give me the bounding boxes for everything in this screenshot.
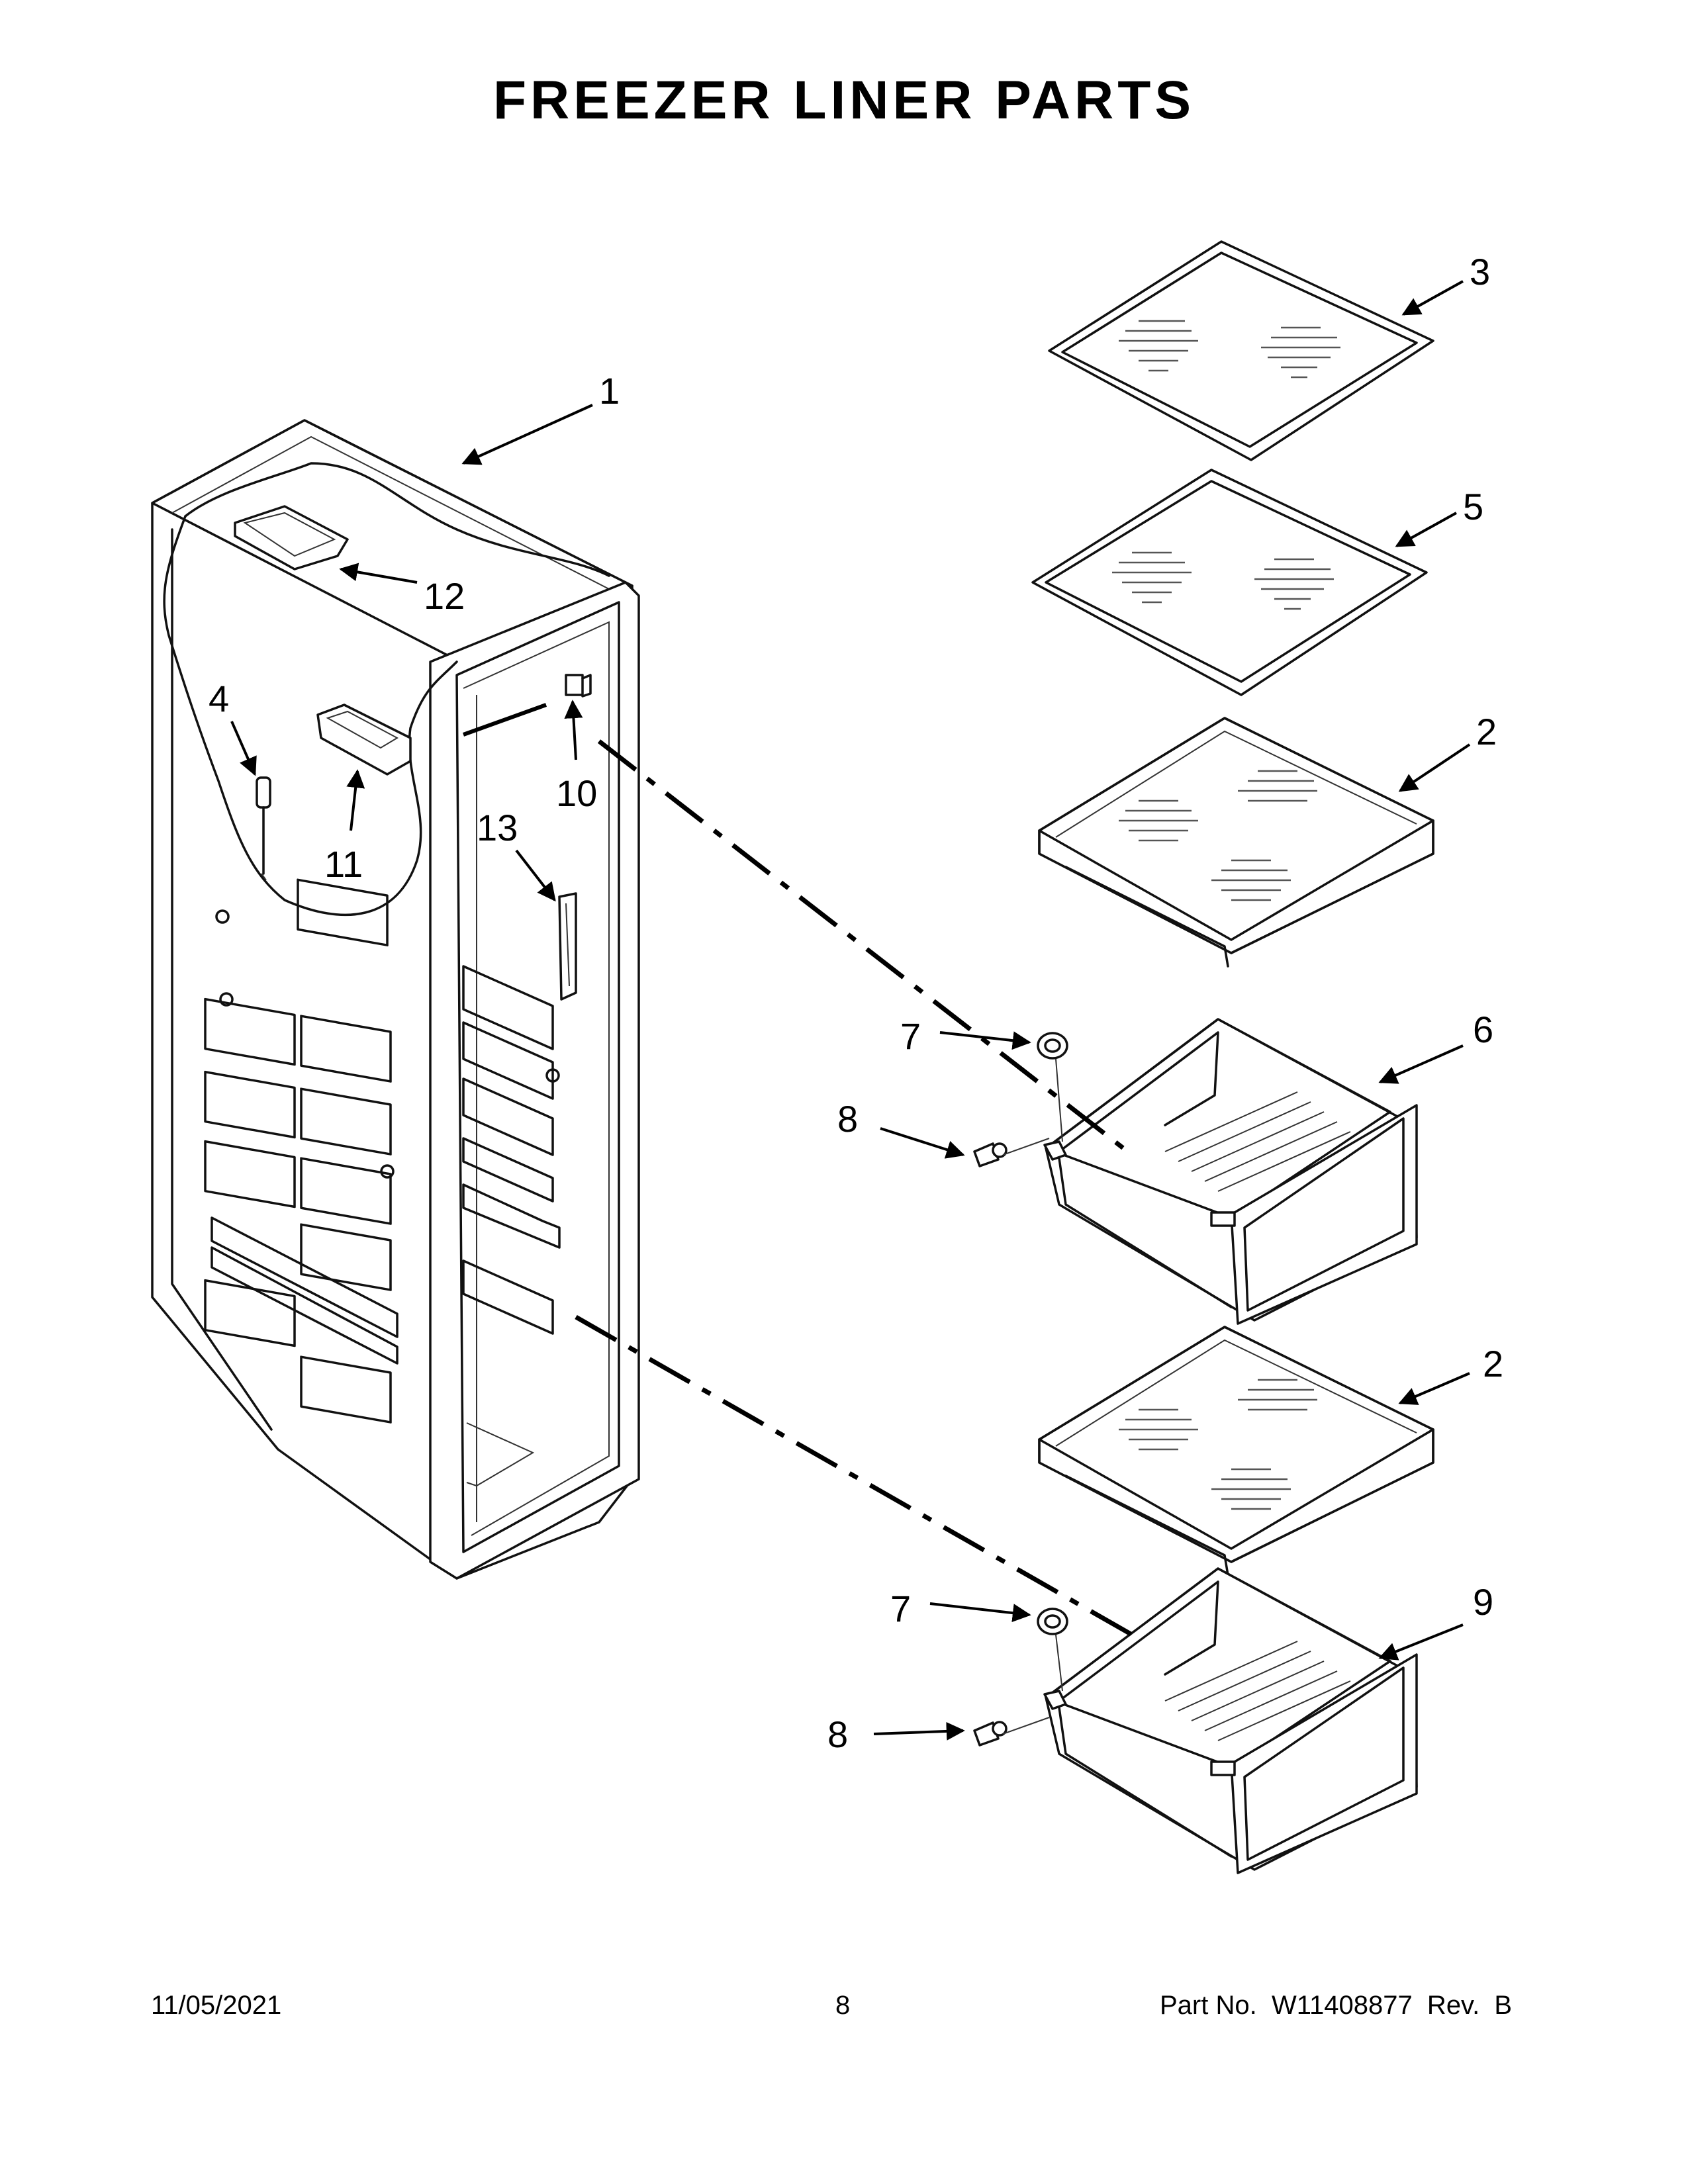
callout-6: 6: [1473, 1009, 1493, 1050]
callout-2-upper: 2: [1476, 711, 1497, 752]
control-board-part-12: [234, 505, 349, 570]
assembly-line-lower: [575, 1314, 1133, 1637]
freezer-bin-part-6: [1043, 1018, 1418, 1325]
clip-part-10: [565, 674, 592, 698]
light-housing-part-11: [316, 704, 412, 776]
pin-part-8-upper: [973, 1142, 1008, 1167]
callout-12: 12: [424, 575, 465, 617]
pin-part-8-lower: [973, 1721, 1008, 1747]
callout-13: 13: [477, 807, 518, 848]
callout-1: 1: [599, 370, 620, 412]
callout-labels: 1 3 5 2 6 2 9 12 4 11 10 13 7 8 7 8: [209, 251, 1503, 1755]
wheel-part-7-upper: [1037, 1032, 1068, 1060]
shelf-assembly-part-2-upper: [1038, 717, 1434, 968]
strip-part-13: [558, 892, 577, 1001]
liner-vents: [204, 878, 399, 1424]
callout-5: 5: [1463, 486, 1483, 527]
thermistor-part-4: [256, 776, 271, 881]
freezer-liner: [151, 419, 640, 1580]
glass-shelf-part-3: [1048, 240, 1434, 461]
shelf-assembly-part-2-lower: [1038, 1326, 1434, 1576]
callout-9: 9: [1473, 1581, 1493, 1623]
freezer-bin-part-9: [1043, 1567, 1418, 1874]
callout-2-lower: 2: [1483, 1343, 1503, 1385]
callout-8-upper: 8: [837, 1098, 858, 1140]
assembly-line-upper: [597, 739, 1134, 1157]
footer-date: 11/05/2021: [151, 1991, 282, 2020]
leader-arrows: [230, 280, 1471, 1741]
callout-8-lower: 8: [827, 1713, 848, 1755]
callout-7-upper: 7: [900, 1015, 921, 1057]
callout-11: 11: [324, 843, 363, 885]
footer-page-number: 8: [835, 1991, 851, 2020]
callout-7-lower: 7: [890, 1588, 911, 1629]
side-wall-vents: [462, 965, 561, 1487]
footer-part-number: Part No. W11408877 Rev. B: [1160, 1991, 1513, 2020]
callout-10: 10: [556, 772, 597, 814]
page-title: FREEZER LINER PARTS: [492, 70, 1196, 130]
callout-4: 4: [209, 678, 229, 719]
glass-shelf-part-5: [1031, 469, 1428, 696]
callout-3: 3: [1470, 251, 1490, 293]
wheel-part-7-lower: [1037, 1608, 1068, 1635]
